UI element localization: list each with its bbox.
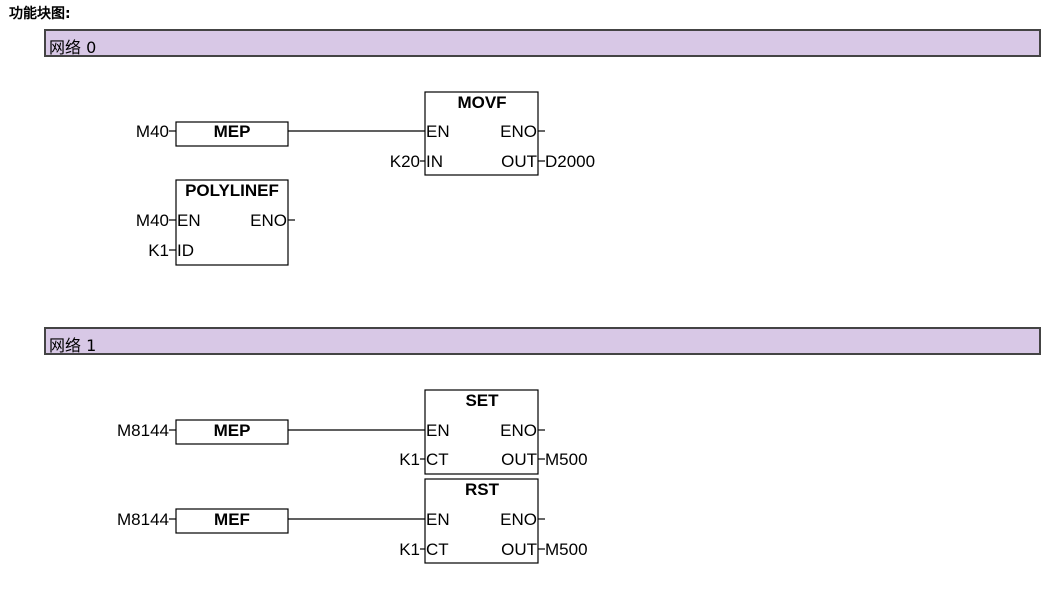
set-out-wire-label: M500 — [545, 450, 588, 469]
movf-pin-en: EN — [426, 122, 450, 141]
movf-in-wire-label: K20 — [390, 152, 420, 171]
page-title: 功能块图: — [9, 6, 71, 22]
polylinef-id-wire-label: K1 — [148, 241, 169, 260]
rst-ct-wire-label: K1 — [399, 540, 420, 559]
network-0-label: 网络 0 — [49, 38, 97, 57]
mef-input-label: M8144 — [117, 510, 169, 529]
set-ct-wire-label: K1 — [399, 450, 420, 469]
set-pin-eno: ENO — [500, 421, 537, 440]
polylinef-pin-en: EN — [177, 211, 201, 230]
movf-block-name: MOVF — [457, 93, 506, 112]
polylinef-pin-eno: ENO — [250, 211, 287, 230]
polylinef-pin-id: ID — [177, 241, 194, 260]
rst-pin-out: OUT — [501, 540, 537, 559]
movf-block-box — [424, 91, 539, 176]
set-pin-ct: CT — [426, 450, 449, 469]
movf-pin-in: IN — [426, 152, 443, 171]
movf-pin-eno: ENO — [500, 122, 537, 141]
mep-contact-box-2 — [175, 419, 289, 445]
polylinef-en-wire-label: M40 — [136, 211, 169, 230]
rst-block-name: RST — [465, 480, 500, 499]
set-pin-out: OUT — [501, 450, 537, 469]
polylinef-block-box — [175, 179, 289, 266]
mep-contact-name: MEP — [214, 122, 251, 141]
rst-out-wire-label: M500 — [545, 540, 588, 559]
mep-input-label-2: M8144 — [117, 421, 169, 440]
mef-contact-name: MEF — [214, 510, 250, 529]
mep-contact-box — [175, 121, 289, 147]
network-0-header[interactable]: 网络 0 — [44, 29, 1041, 57]
network-1-label: 网络 1 — [49, 336, 97, 355]
rst-pin-en: EN — [426, 510, 450, 529]
network-1-header[interactable]: 网络 1 — [44, 327, 1041, 355]
movf-out-wire-label: D2000 — [545, 152, 595, 171]
set-pin-en: EN — [426, 421, 450, 440]
mep-contact-name-2: MEP — [214, 421, 251, 440]
set-block-name: SET — [465, 391, 499, 410]
rst-pin-ct: CT — [426, 540, 449, 559]
movf-pin-out: OUT — [501, 152, 537, 171]
set-block-box — [424, 389, 539, 475]
rst-pin-eno: ENO — [500, 510, 537, 529]
rst-block-box — [424, 478, 539, 564]
mef-contact-box — [175, 508, 289, 534]
polylinef-block-name: POLYLINEF — [185, 181, 279, 200]
mep-input-label: M40 — [136, 122, 169, 141]
